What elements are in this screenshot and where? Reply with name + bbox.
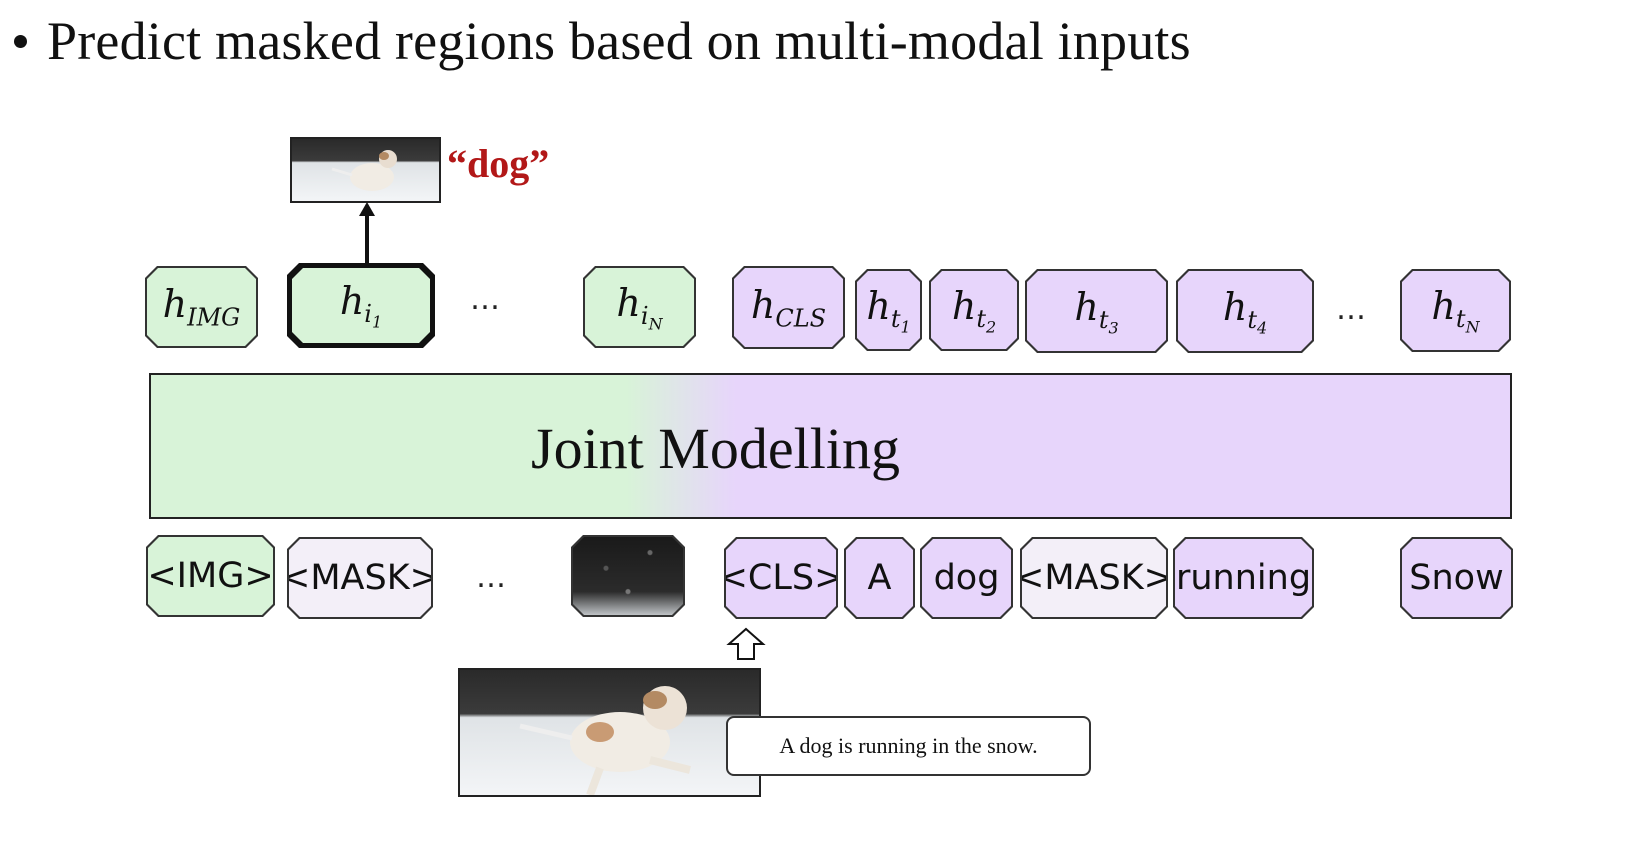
input-token-mask-text: <MASK> <box>1020 537 1168 619</box>
hidden-token-label: htN <box>1431 284 1480 337</box>
dog-figure-icon <box>331 150 397 191</box>
predicted-patch-image <box>290 137 441 203</box>
joint-modelling-block: Joint Modelling <box>149 373 1512 519</box>
joint-modelling-label: Joint Modelling <box>531 416 900 481</box>
hidden-token-label: ht3 <box>1074 284 1119 338</box>
hidden-token-label: ht4 <box>1222 284 1268 338</box>
input-token-running: running <box>1173 537 1314 619</box>
bullet-text: Predict masked regions based on multi-mo… <box>47 11 1191 71</box>
caption-text: A dog is running in the snow. <box>779 733 1038 758</box>
hidden-token-t2: ht2 <box>929 269 1019 351</box>
input-token-label: <MASK> <box>281 558 439 598</box>
up-arrow-icon <box>359 202 375 264</box>
input-token-label: <IMG> <box>147 556 274 596</box>
hidden-token-t4: ht4 <box>1176 269 1314 353</box>
hidden-token-t3: ht3 <box>1025 269 1168 353</box>
hidden-token-label: hIMG <box>162 282 241 332</box>
hidden-token-label: hi1 <box>339 279 383 332</box>
hidden-token-label: hiN <box>616 280 663 334</box>
hidden-token-t1: ht1 <box>855 269 922 351</box>
input-token-label: dog <box>933 558 1000 598</box>
hidden-token-iN: hiN <box>583 266 696 348</box>
running-dog-icon <box>519 686 691 795</box>
input-token-label: Snow <box>1409 558 1504 598</box>
ellipsis-hidden-image: … <box>470 282 500 317</box>
ellipsis-input-image: … <box>476 560 506 595</box>
hidden-token-i1: hi1 <box>287 263 435 348</box>
hidden-token-label: ht2 <box>951 283 997 337</box>
hidden-token-img: hIMG <box>145 266 258 348</box>
hollow-up-arrow-icon <box>726 627 766 660</box>
ellipsis-hidden-text: … <box>1336 292 1366 327</box>
input-token-mask-image: <MASK> <box>287 537 433 619</box>
caption-box: A dog is running in the snow. <box>726 716 1091 776</box>
input-token-label: <MASK> <box>1015 558 1173 598</box>
input-token-img: <IMG> <box>146 535 275 617</box>
input-token-image-patch <box>571 535 685 617</box>
input-token-label: <CLS> <box>718 558 844 598</box>
source-image <box>458 668 761 797</box>
prediction-label: “dog” <box>447 141 550 186</box>
input-token-cls: <CLS> <box>724 537 838 619</box>
image-patch-thumbnail <box>573 537 683 615</box>
bullet-point: Predict masked regions based on multi-mo… <box>14 6 1191 76</box>
input-token-a: A <box>844 537 915 619</box>
input-token-snow: Snow <box>1400 537 1513 619</box>
hidden-token-label: ht1 <box>866 283 911 337</box>
bullet-dot <box>14 34 27 48</box>
hidden-token-label: hCLS <box>750 282 827 333</box>
input-token-label: running <box>1175 558 1312 598</box>
hidden-token-tN: htN <box>1400 269 1511 352</box>
input-token-dog: dog <box>920 537 1013 619</box>
hidden-token-cls: hCLS <box>732 266 845 349</box>
input-token-label: A <box>867 558 892 598</box>
